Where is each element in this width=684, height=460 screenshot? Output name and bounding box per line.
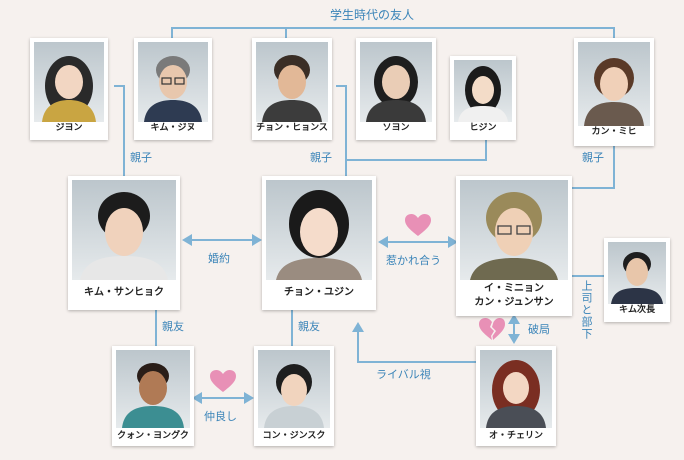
parent-line-right (572, 146, 615, 189)
name-kim-jinu: キム・ジヌ (150, 123, 196, 133)
portrait-image (454, 60, 512, 122)
card-kan-mihi: カン・ミヒ (574, 38, 654, 146)
person-avatar-icon (470, 192, 558, 280)
name-jiyon: ジヨン (55, 123, 83, 133)
portrait-image (360, 42, 432, 122)
name-i-minhyon: イ・ミニョン (484, 283, 544, 294)
arrow-breakup-down (508, 334, 520, 344)
person-avatar-icon (486, 360, 546, 428)
label-school-friends: 学生時代の友人 (330, 8, 415, 22)
card-kwon-yongguk: クォン・ヨングク (112, 346, 194, 446)
arrow-attracted-right (448, 236, 458, 248)
label-shinyu-left: 親友 (162, 320, 184, 333)
person-avatar-icon (42, 56, 96, 122)
arrow-engaged-left (182, 234, 192, 246)
name-chon-hyons: チョン・ヒョンス (256, 123, 328, 133)
card-kon-jinsuk: コン・ジンスク (254, 346, 334, 446)
arrow-nakayoshi-right (244, 392, 254, 404)
arrow-attracted-left (378, 236, 388, 248)
person-avatar-icon (80, 192, 168, 280)
person-avatar-icon (276, 190, 362, 280)
arrow-rival-up (352, 322, 364, 332)
broken-heart-icon (479, 318, 505, 340)
name-kan-junsan: カン・ジュンサン (474, 297, 554, 308)
label-attracted: 惹かれ合う (386, 254, 441, 267)
person-avatar-icon (458, 66, 508, 122)
portrait-image (460, 180, 568, 280)
label-engaged: 婚約 (208, 252, 230, 265)
portrait-image (578, 42, 650, 126)
portrait-image (138, 42, 208, 122)
label-boss-sub: 上司と部下 (580, 280, 593, 340)
rival-line (357, 328, 476, 363)
card-o-cherin: オ・チェリン (476, 346, 556, 446)
label-nakayoshi: 仲良し (204, 410, 237, 423)
name-chon-yujin: チョン・ユジン (284, 287, 354, 298)
parent-line-left (114, 85, 125, 176)
portrait-image (266, 180, 372, 280)
person-avatar-icon (611, 252, 663, 304)
name-kim-sanhyok: キム・サンヒョク (84, 287, 164, 298)
portrait-image (258, 350, 330, 428)
heart-icon (405, 214, 431, 236)
portrait-image (34, 42, 104, 122)
name-kim-jicho: キム次長 (618, 305, 655, 315)
portrait-image (116, 350, 190, 428)
card-chon-yujin: チョン・ユジン (262, 176, 376, 310)
card-kim-jinu: キム・ジヌ (134, 38, 212, 140)
name-kwon-yongguk: クォン・ヨングク (117, 431, 189, 441)
card-soyon: ソヨン (356, 38, 436, 140)
label-breakup: 破局 (528, 323, 550, 336)
portrait-image (608, 242, 666, 304)
card-chon-hyons: チョン・ヒョンス (252, 38, 332, 140)
card-i-minhyon: イ・ミニョン カン・ジュンサン (456, 176, 572, 316)
portrait-image (72, 180, 176, 280)
hijin-line (346, 138, 487, 161)
card-kim-jicho: キム次長 (604, 238, 670, 322)
label-oyako-right: 親子 (582, 151, 604, 164)
card-jiyon: ジヨン (30, 38, 108, 140)
heart-icon (210, 370, 236, 392)
label-rival: ライバル視 (376, 368, 431, 381)
portrait-image (480, 350, 552, 428)
arrow-engaged-right (252, 234, 262, 246)
arrow-breakup-up (508, 314, 520, 324)
card-hijin: ヒジン (450, 56, 516, 140)
person-avatar-icon (264, 364, 324, 428)
person-avatar-icon (584, 58, 644, 126)
label-shinyu-mid: 親友 (298, 320, 320, 333)
person-avatar-icon (122, 363, 184, 428)
card-kim-sanhyok: キム・サンヒョク (68, 176, 180, 310)
parent-line-mid (336, 85, 347, 176)
name-soyon: ソヨン (382, 123, 410, 133)
portrait-image (256, 42, 328, 122)
label-oyako-mid: 親子 (310, 151, 332, 164)
person-avatar-icon (144, 56, 202, 122)
person-avatar-icon (262, 55, 322, 122)
label-oyako-left: 親子 (130, 151, 152, 164)
person-avatar-icon (366, 56, 426, 122)
name-kan-mihi: カン・ミヒ (591, 127, 637, 137)
school-friends-line (171, 27, 615, 38)
name-kon-jinsuk: コン・ジンスク (262, 431, 326, 441)
name-o-cherin: オ・チェリン (488, 431, 543, 441)
name-hijin: ヒジン (469, 123, 497, 133)
arrow-nakayoshi-left (192, 392, 202, 404)
